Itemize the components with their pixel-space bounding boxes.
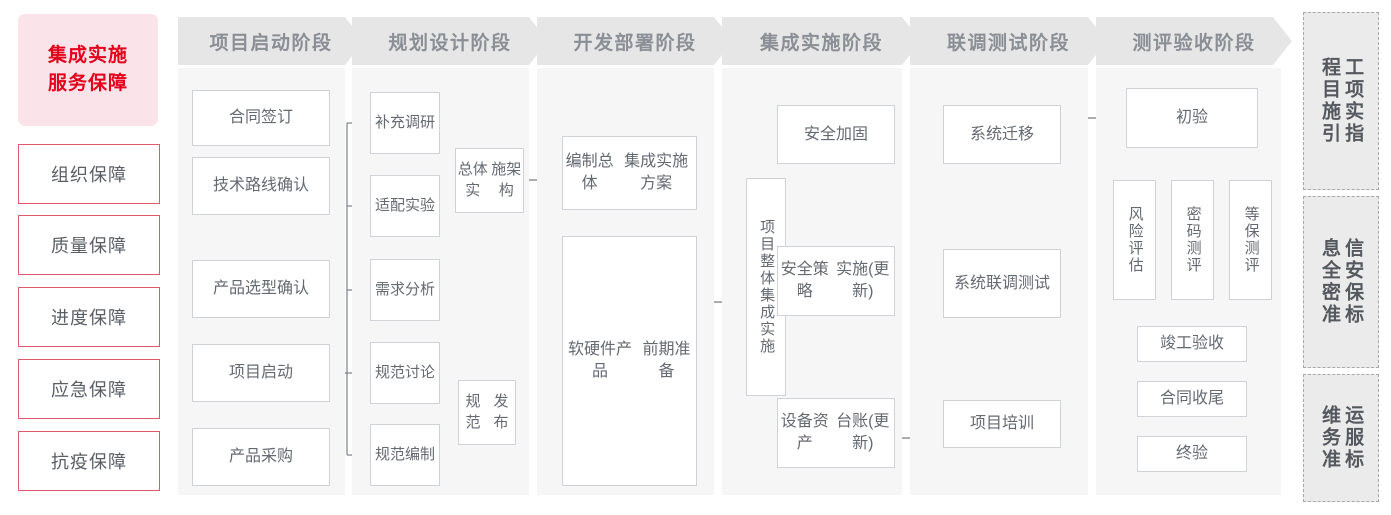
sidebar-title-line2: 服务保障 — [47, 73, 128, 94]
node-joint-debug-test[interactable]: 系统联调测试 — [943, 249, 1061, 318]
standard-panel-security[interactable]: 息全密准 信安保标 — [1303, 196, 1379, 368]
sidebar-item-organization[interactable]: 组织保障 — [18, 144, 160, 204]
sidebar-item-emergency[interactable]: 应急保障 — [18, 359, 160, 419]
phase-banner-5[interactable]: 联调测试阶段 — [910, 17, 1107, 65]
node-project-training[interactable]: 项目培训 — [943, 400, 1061, 448]
node-spec-release[interactable]: 规范发布 — [458, 380, 516, 445]
standard-label-operations-left: 运服标 — [1342, 405, 1364, 471]
standard-label-operations-right: 维务准 — [1319, 405, 1340, 471]
sidebar-item-epidemic[interactable]: 抗疫保障 — [18, 431, 160, 491]
standard-label-engineering-left: 工项实指 — [1342, 57, 1364, 145]
standard-label-security-left: 信安保标 — [1342, 238, 1364, 326]
node-tech-route-confirm[interactable]: 技术路线确认 — [192, 157, 330, 215]
node-spec-drafting[interactable]: 规范编制 — [370, 424, 440, 486]
node-overall-architecture[interactable]: 总体实施架构 — [455, 148, 524, 213]
node-security-hardening[interactable]: 安全加固 — [777, 105, 895, 164]
node-crypto-evaluation[interactable]: 密码测评 — [1171, 180, 1214, 300]
sidebar-title: 集成实施 服务保障 — [18, 14, 158, 126]
standard-label-engineering-right: 程目施引 — [1319, 57, 1340, 145]
node-hw-sw-preparation[interactable]: 软硬件产品前期准备 — [562, 236, 697, 486]
standard-panel-operations[interactable]: 维务准 运服标 — [1303, 374, 1379, 502]
node-product-purchase[interactable]: 产品采购 — [192, 428, 330, 486]
phase-banner-6[interactable]: 测评验收阶段 — [1096, 17, 1292, 65]
sidebar-item-quality[interactable]: 质量保障 — [18, 215, 160, 275]
phase-banner-4[interactable]: 集成实施阶段 — [722, 17, 921, 65]
node-requirement-analysis[interactable]: 需求分析 — [370, 259, 440, 321]
node-asset-ledger[interactable]: 设备资产台账(更新) — [777, 398, 895, 468]
node-contract-signing[interactable]: 合同签订 — [192, 90, 330, 146]
node-overall-plan-drafting[interactable]: 编制总体集成实施方案 — [562, 136, 697, 210]
node-risk-assessment[interactable]: 风险评估 — [1113, 180, 1156, 300]
standard-label-security-right: 息全密准 — [1319, 238, 1340, 326]
sidebar-item-schedule[interactable]: 进度保障 — [18, 287, 160, 347]
node-contract-closeout[interactable]: 合同收尾 — [1137, 381, 1247, 417]
node-mlps-evaluation[interactable]: 等保测评 — [1229, 180, 1272, 300]
phase-banner-3[interactable]: 开发部署阶段 — [537, 17, 733, 65]
node-adaptation-experiment[interactable]: 适配实验 — [370, 175, 440, 237]
phase-banner-1[interactable]: 项目启动阶段 — [178, 17, 364, 65]
standard-panel-engineering[interactable]: 程目施引 工项实指 — [1303, 12, 1379, 190]
node-spec-discussion[interactable]: 规范讨论 — [370, 342, 440, 404]
node-final-acceptance[interactable]: 终验 — [1137, 436, 1247, 472]
node-supplementary-research[interactable]: 补充调研 — [370, 92, 440, 154]
node-completion-acceptance[interactable]: 竣工验收 — [1137, 326, 1247, 362]
node-preliminary-acceptance[interactable]: 初验 — [1126, 88, 1258, 148]
node-project-kickoff[interactable]: 项目启动 — [192, 344, 330, 402]
node-product-selection[interactable]: 产品选型确认 — [192, 260, 330, 318]
node-system-migration[interactable]: 系统迁移 — [943, 105, 1061, 164]
phase-banner-2[interactable]: 规划设计阶段 — [352, 17, 548, 65]
sidebar-title-line1: 集成实施 — [47, 45, 128, 67]
node-security-policy[interactable]: 安全策略实施(更新) — [777, 246, 895, 316]
